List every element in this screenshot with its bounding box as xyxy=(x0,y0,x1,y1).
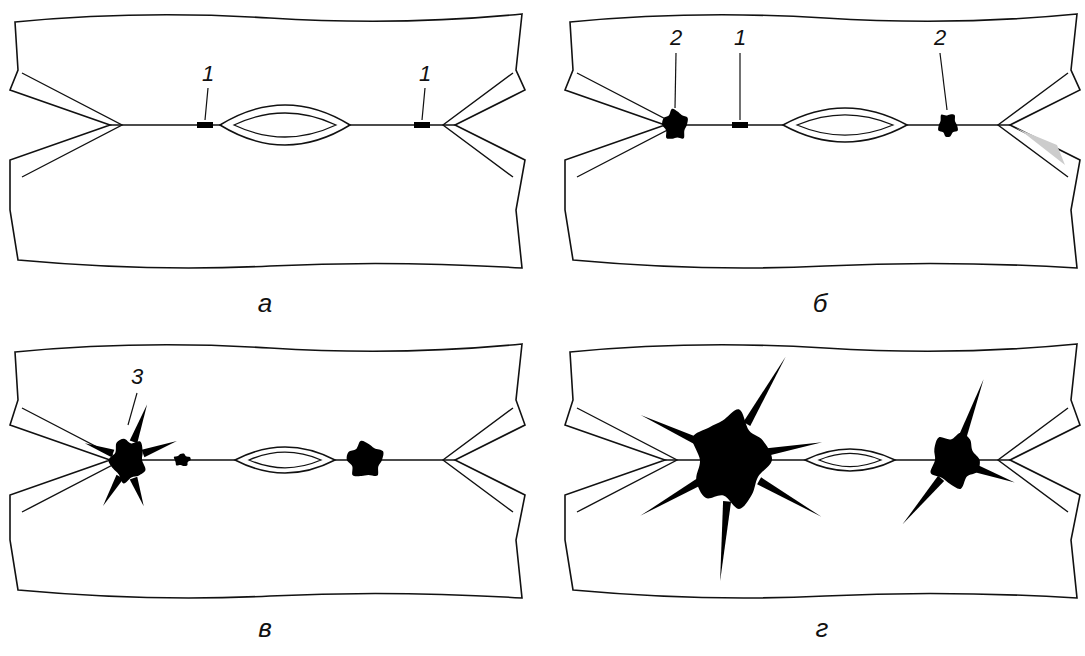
plate-outline xyxy=(10,14,525,268)
notch-lip xyxy=(22,408,513,512)
section-panel xyxy=(565,344,1080,598)
panel-letter: а xyxy=(256,289,274,317)
panel-letter: б xyxy=(811,289,830,317)
callout-number: 1 xyxy=(732,26,748,50)
callout-number: 1 xyxy=(417,62,433,86)
crack-spike xyxy=(743,356,785,426)
weld-lens xyxy=(783,108,907,142)
leader-line xyxy=(128,393,137,425)
leader-line xyxy=(940,53,947,110)
notch-lip xyxy=(577,73,1068,177)
crack-spike xyxy=(130,477,144,507)
plate-outline xyxy=(565,344,1080,598)
crack-spike xyxy=(641,415,702,446)
crack-spike xyxy=(720,501,731,581)
section-panel xyxy=(10,14,525,268)
leader-line xyxy=(205,88,208,120)
plate-outline xyxy=(10,344,525,598)
panel-letter: г xyxy=(814,614,831,642)
weld-lens xyxy=(220,105,350,145)
defect-blob xyxy=(938,114,958,137)
crack-spike xyxy=(103,475,123,506)
weld-lens-inner xyxy=(819,453,881,466)
crack-spike xyxy=(142,441,177,457)
crack-spike xyxy=(959,379,984,439)
weld-lens xyxy=(805,449,895,471)
callout-number: 2 xyxy=(932,26,948,50)
notch-lip xyxy=(22,73,513,177)
defect-blob xyxy=(662,109,688,139)
initial-defect xyxy=(414,122,430,128)
callout-number: 2 xyxy=(668,26,684,50)
crack-spike xyxy=(974,464,1015,482)
crack-spike xyxy=(85,443,115,457)
section-panel xyxy=(565,14,1080,268)
crack-spike xyxy=(903,476,945,525)
notch-lip xyxy=(577,408,1068,512)
crack-spike xyxy=(640,477,703,515)
callout-number: 3 xyxy=(129,365,145,389)
defect-blob xyxy=(108,439,145,484)
initial-defect xyxy=(197,122,213,128)
leader-line xyxy=(422,88,425,120)
plate-outline xyxy=(565,14,1080,268)
defect-blob xyxy=(692,409,772,509)
defect-blob xyxy=(174,453,191,466)
callout-number: 1 xyxy=(200,62,216,86)
crack-spike xyxy=(757,477,821,516)
weld-lens xyxy=(235,447,335,473)
weld-lens-inner xyxy=(797,115,893,135)
defect-blob xyxy=(347,441,384,476)
section-panel xyxy=(10,344,525,598)
leader-line xyxy=(675,53,676,108)
weld-lens-inner xyxy=(249,452,321,468)
initial-defect xyxy=(732,122,748,128)
notch-texture xyxy=(1016,128,1065,165)
weld-lens-inner xyxy=(234,113,336,137)
crack-spike xyxy=(762,442,822,456)
panel-letter: в xyxy=(256,614,274,642)
leader-line xyxy=(739,53,740,120)
